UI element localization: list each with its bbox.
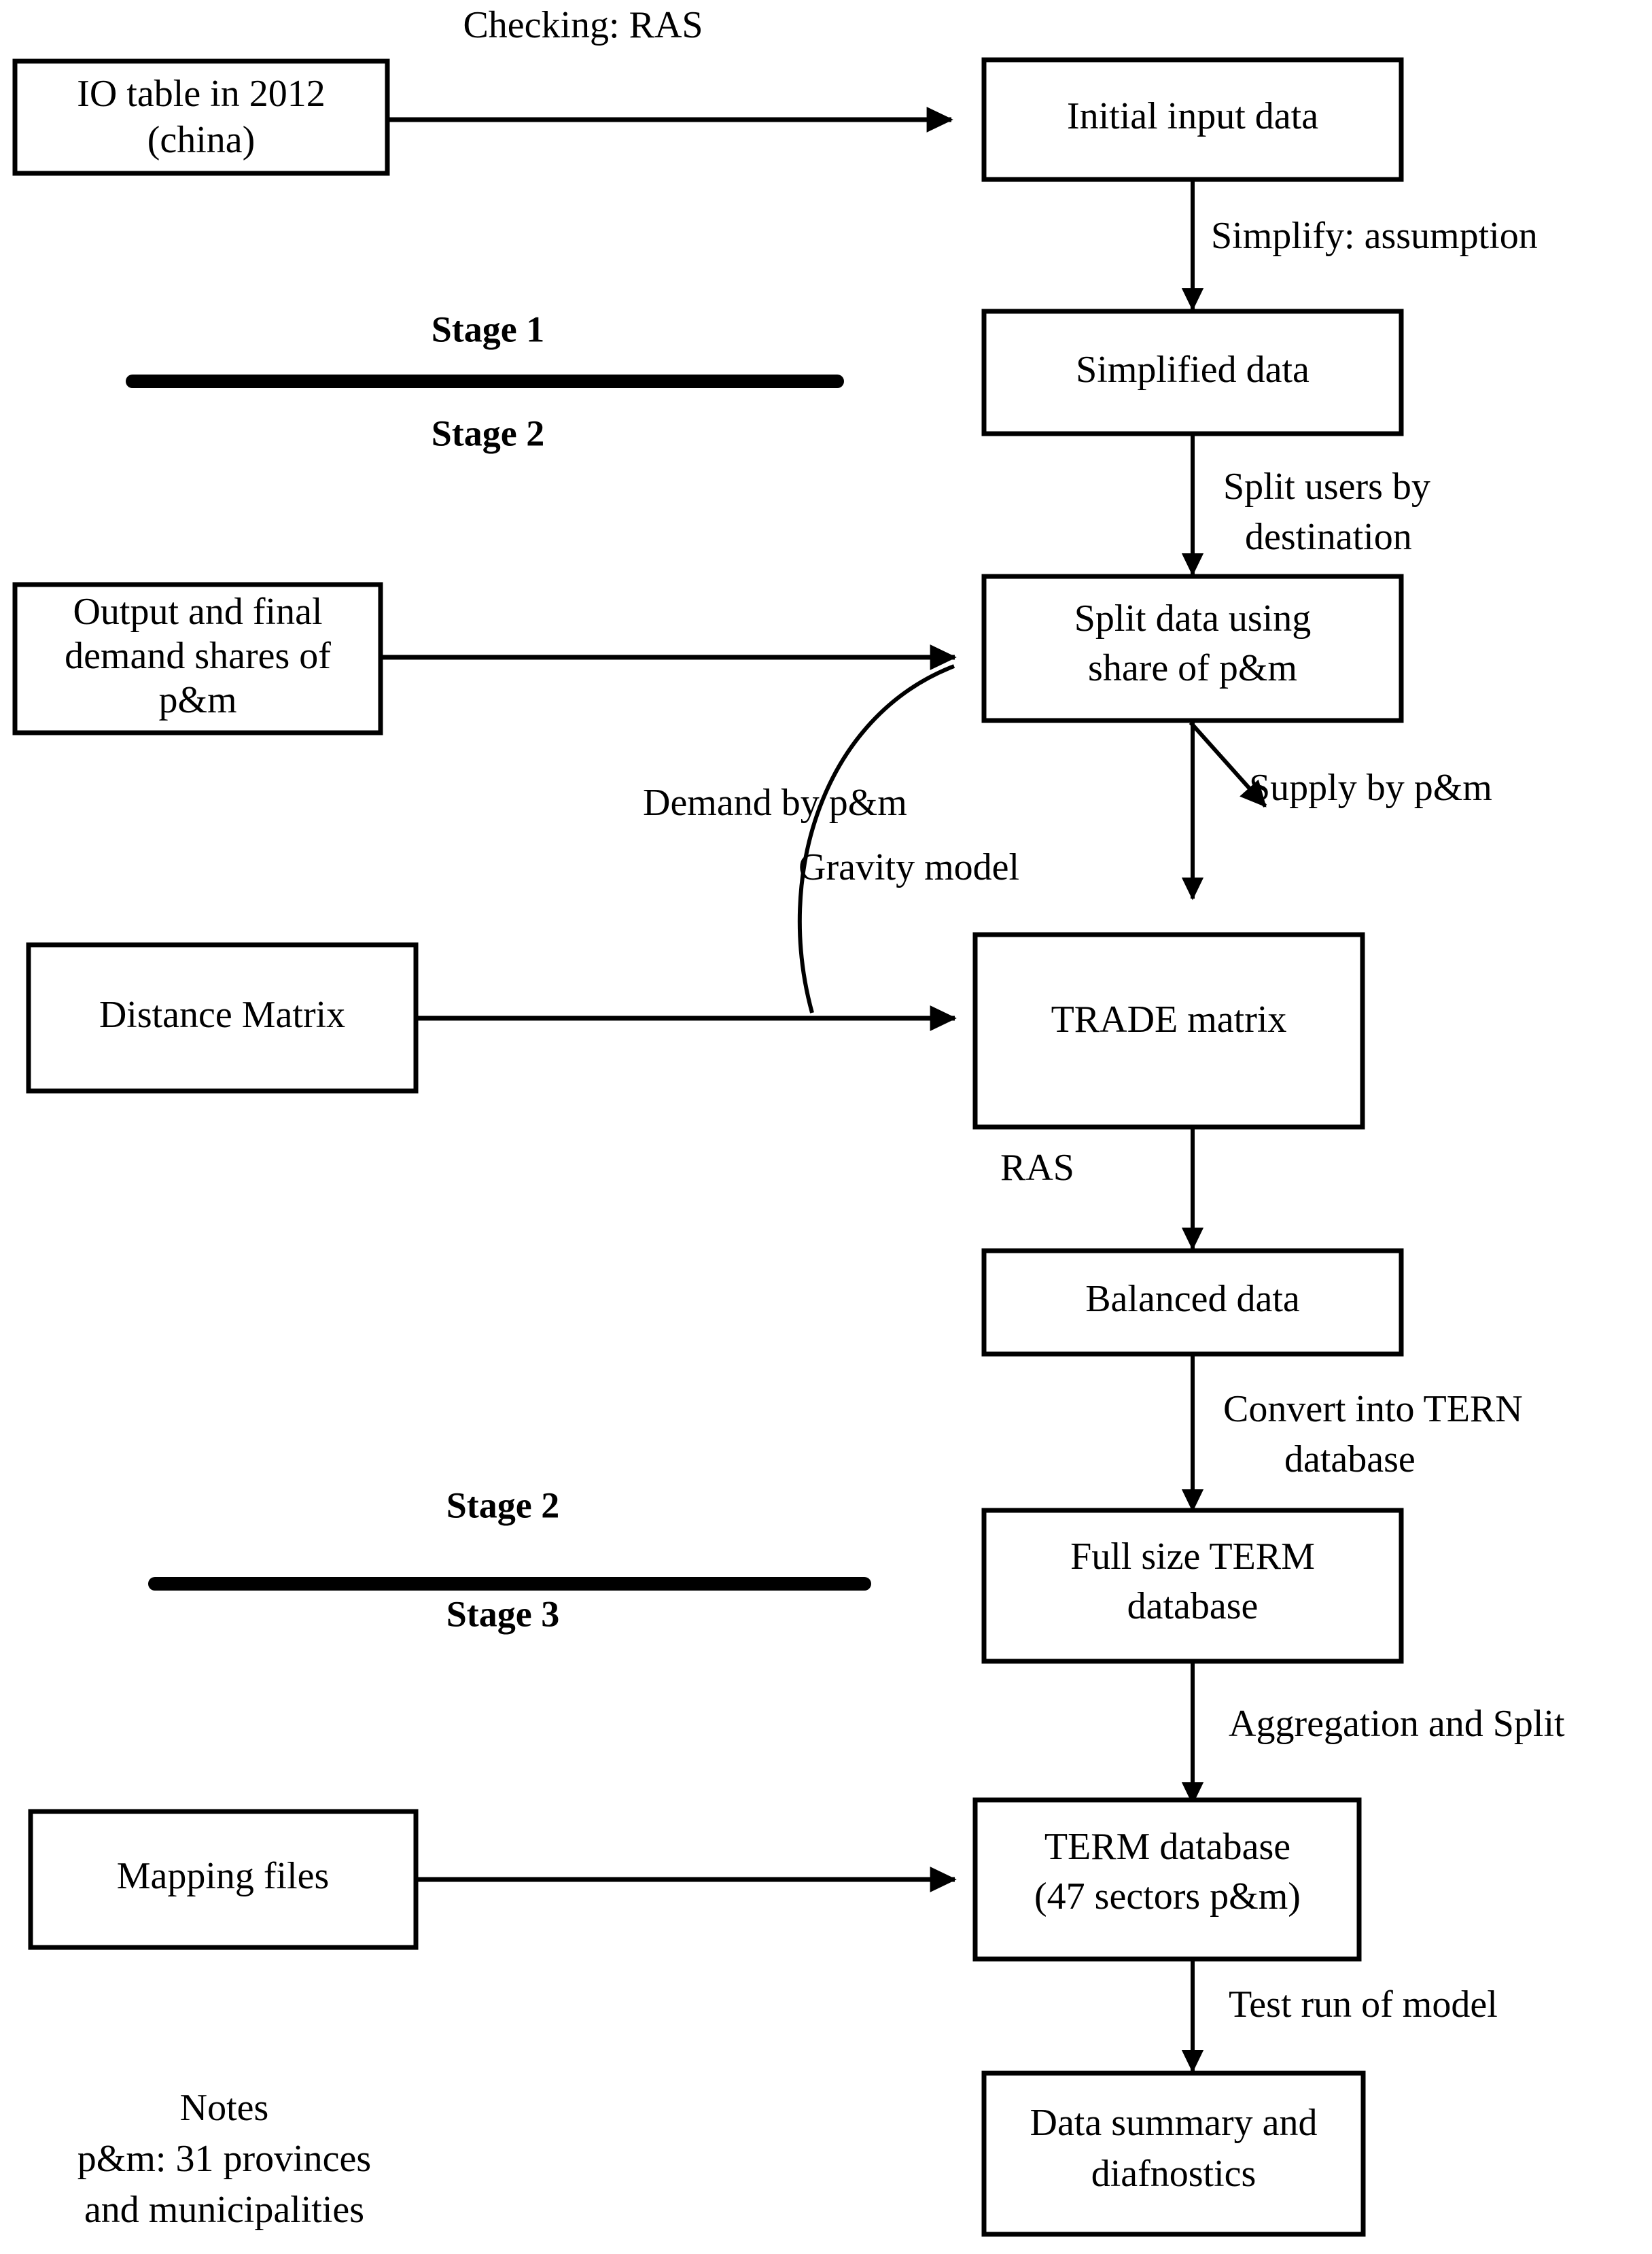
node-full-size-term-database[interactable] (981, 1508, 1404, 1664)
edge-label-ras: RAS (1000, 1147, 1074, 1189)
edge-supply-by-pm (1189, 721, 1267, 808)
node-data-summary-line2: diafnostics (1091, 2153, 1256, 2195)
node-output-demand-shares-line3: p&m (158, 679, 236, 721)
node-term-database-line1: TERM database (1044, 1826, 1290, 1868)
node-io-table[interactable] (12, 58, 390, 176)
node-simplified-data-label: Simplified data (1076, 349, 1310, 391)
node-term-database-line2: (47 sectors p&m) (1034, 1875, 1301, 1918)
edge-label-test-run: Test run of model (1229, 1983, 1498, 2026)
node-full-size-term-line1: Full size TERM (1070, 1536, 1315, 1578)
node-distance-matrix-label: Distance Matrix (99, 994, 345, 1036)
node-term-database[interactable] (972, 1797, 1362, 1962)
node-split-data-line1: Split data using (1074, 597, 1311, 640)
notes-line-1: p&m: 31 provinces (77, 2138, 371, 2180)
edge-label-convert-line2: database (1284, 1438, 1416, 1480)
node-balanced-data-label: Balanced data (1085, 1278, 1300, 1320)
node-output-demand-shares[interactable] (12, 582, 383, 735)
node-initial-input-label: Initial input data (1067, 95, 1318, 137)
node-full-size-term-line2: database (1127, 1585, 1259, 1627)
node-data-summary-line1: Data summary and (1030, 2102, 1318, 2144)
edge-label-checking-ras: Checking: RAS (463, 4, 703, 46)
edge-label-simplify-assumption: Simplify: assumption (1211, 215, 1538, 257)
stage-label-1-above: Stage 1 (432, 309, 544, 349)
stage-label-1-below: Stage 2 (432, 413, 544, 453)
edge-label-aggregation-split: Aggregation and Split (1229, 1703, 1565, 1745)
node-balanced-data[interactable] (981, 1248, 1404, 1357)
node-mapping-files[interactable] (28, 1809, 419, 1950)
node-split-data[interactable] (981, 574, 1404, 723)
node-trade-matrix-label: TRADE matrix (1051, 999, 1287, 1041)
node-simplified-data[interactable] (981, 309, 1404, 436)
edge-label-convert-line1: Convert into TERN (1223, 1388, 1523, 1430)
edge-curve-demand-gravity (797, 664, 955, 1013)
notes-line-2: and municipalities (84, 2189, 364, 2231)
edge-label-demand-by-pm: Demand by p&m (643, 782, 907, 824)
node-trade-matrix[interactable] (972, 932, 1365, 1130)
edge-label-split-users-line2: destination (1245, 516, 1412, 558)
edge-label-gravity-model: Gravity model (798, 846, 1019, 888)
node-data-summary[interactable] (981, 2070, 1366, 2237)
edge-label-split-users-line1: Split users by (1223, 466, 1430, 508)
edge-label-supply-by-pm: Supply by p&m (1249, 767, 1492, 809)
node-distance-matrix[interactable] (26, 942, 419, 1094)
notes-heading: Notes (180, 2087, 269, 2129)
node-io-table-line1: IO table in 2012 (77, 73, 325, 115)
stage-label-2-below: Stage 3 (446, 1593, 559, 1634)
node-io-table-line2: (china) (147, 119, 256, 161)
node-split-data-line2: share of p&m (1088, 647, 1297, 689)
node-initial-input[interactable] (981, 57, 1404, 182)
node-mapping-files-label: Mapping files (117, 1855, 330, 1897)
node-output-demand-shares-line2: demand shares of (65, 635, 331, 677)
node-output-demand-shares-line1: Output and final (73, 591, 322, 633)
stage-label-2-above: Stage 2 (446, 1485, 559, 1525)
